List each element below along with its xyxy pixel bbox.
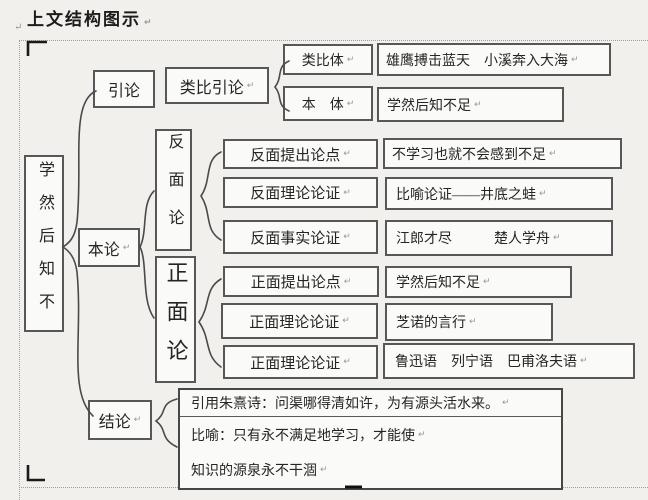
return-mark: ↵	[580, 356, 588, 366]
analogy-vehicle-label: 类比体	[301, 53, 344, 69]
return-mark: ↵	[346, 54, 355, 65]
box-analogy-vehicle: 类比体 ↵	[283, 44, 373, 75]
return-mark: ↵	[474, 99, 482, 110]
introduction-label: 引论	[107, 83, 140, 100]
positive-argument-label: 正面论	[163, 261, 189, 378]
conclusion-line-2: 比喻：只有永不满足地学习，才能使↵	[191, 429, 426, 444]
negative-theory-proof-content: 比喻论证——井底之蛙	[396, 187, 536, 203]
positive-theory-proof-1-label: 正面理论论证	[249, 314, 340, 331]
return-mark: ↵	[539, 188, 547, 199]
box-main-body: 本论 ↵	[78, 228, 140, 267]
crop-mark-bottom-left	[26, 465, 45, 482]
positive-theory-proof-2-label: 正面理论论证	[250, 355, 341, 372]
analogy-introduction-label: 类比引论	[179, 79, 244, 97]
box-conclusion-content: 引用朱熹诗：问渠哪得清如许，为有源头活水来。↵ 比喻：只有永不满足地学习，才能使…	[178, 388, 563, 490]
positive-thesis-content: 学然后知不足	[396, 276, 480, 291]
return-mark: ↵	[483, 277, 491, 287]
box-negative-thesis-content: 不学习也就不会感到不足 ↵	[383, 138, 622, 169]
box-positive-thesis: 正面提出论点 ↵	[223, 266, 379, 297]
box-positive-theory-proof-2: 正面理论论证 ↵	[223, 345, 378, 379]
crop-mark-top-left	[26, 40, 47, 56]
box-negative-thesis: 反面提出论点 ↵	[223, 139, 378, 169]
box-positive-theory-proof-2-content: 鲁迅语 列宁语 巴甫洛夫语 ↵	[383, 343, 635, 379]
brace-conclusion	[154, 398, 178, 448]
analogy-tenor-label: 本 体	[301, 97, 344, 113]
box-positive-theory-proof-1-content: 芝诺的言行 ↵	[385, 303, 553, 341]
box-analogy-vehicle-content: 雄鹰搏击蓝天 小溪奔入大海 ↵	[377, 43, 611, 76]
negative-thesis-label: 反面提出论点	[250, 147, 341, 164]
return-mark: ↵	[342, 316, 350, 326]
box-negative-fact-proof: 反面事实论证 ↵	[223, 220, 378, 254]
negative-theory-proof-label: 反面理论论证	[250, 186, 341, 202]
positive-thesis-label: 正面提出论点	[250, 275, 341, 291]
return-mark: ↵	[144, 18, 152, 28]
return-mark: ↵	[343, 187, 351, 198]
return-mark: ↵	[343, 232, 351, 242]
return-mark: ↵	[346, 98, 355, 109]
box-analogy-tenor: 本 体 ↵	[283, 86, 373, 121]
negative-fact-proof-content: 江郎才尽 楚人学舟	[396, 232, 550, 247]
box-main-topic: 学然后知不	[24, 155, 64, 332]
return-mark: ↵	[122, 242, 131, 253]
return-mark: ↵	[320, 465, 328, 475]
positive-theory-proof-1-content: 芝诺的言行	[396, 316, 466, 331]
main-body-label: 本论	[87, 241, 120, 259]
brace-negative-children	[200, 151, 222, 241]
return-mark: ↵	[553, 233, 561, 243]
analogy-vehicle-content: 雄鹰搏击蓝天 小溪奔入大海	[386, 53, 568, 69]
box-analogy-tenor-content: 学然后知不足 ↵	[377, 87, 564, 122]
positive-theory-proof-2-content: 鲁迅语 列宁语 巴甫洛夫语	[395, 355, 577, 370]
return-mark: ↵	[343, 149, 351, 159]
return-mark: ↵	[343, 276, 352, 287]
page-title: 上文结构图示↵	[27, 10, 152, 29]
return-mark: ↵	[14, 22, 23, 33]
return-mark: ↵	[469, 317, 477, 327]
return-mark: ↵	[246, 80, 255, 91]
analogy-tenor-content: 学然后知不足	[387, 98, 471, 114]
box-positive-argument: 正面论	[155, 256, 196, 383]
conclusion-line-3: 知识的源泉永不干涸↵	[191, 464, 328, 479]
box-negative-argument: 反面论	[155, 129, 192, 251]
return-mark: ↵	[343, 357, 351, 367]
negative-argument-label: 反面论	[165, 133, 183, 247]
return-mark: ↵	[502, 398, 510, 408]
box-negative-fact-proof-content: 江郎才尽 楚人学舟 ↵	[385, 220, 613, 256]
negative-fact-proof-label: 反面事实论证	[250, 230, 341, 247]
return-mark: ↵	[418, 430, 426, 440]
negative-thesis-content: 不学习也就不会感到不足	[392, 147, 546, 163]
conclusion-label: 结论	[98, 414, 131, 431]
box-introduction: 引论	[93, 70, 155, 108]
page-margin-border-left	[19, 40, 20, 500]
return-mark: ↵	[571, 54, 579, 65]
box-analogy-introduction: 类比引论 ↵	[165, 67, 269, 104]
page-margin-border-top	[19, 40, 648, 41]
box-positive-theory-proof-1: 正面理论论证 ↵	[221, 303, 378, 339]
brace-body-to-arguments	[139, 190, 155, 319]
box-conclusion-label: 结论 ↵	[88, 400, 152, 440]
return-mark: ↵	[549, 148, 557, 159]
box-negative-theory-proof: 反面理论论证 ↵	[223, 177, 378, 208]
main-topic-label: 学然后知不	[36, 161, 53, 326]
return-mark: ↵	[133, 415, 142, 425]
box-positive-thesis-content: 学然后知不足 ↵	[385, 266, 572, 298]
box-negative-theory-proof-content: 比喻论证——井底之蛙 ↵	[385, 177, 613, 210]
brace-positive-children	[198, 278, 222, 368]
conclusion-line-1: 引用朱熹诗：问渠哪得清如许，为有源头活水来。↵	[180, 390, 561, 417]
